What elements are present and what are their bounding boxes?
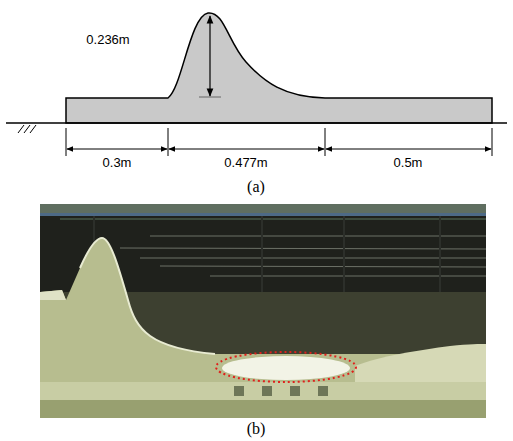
dimension-label: 0.3m (103, 156, 132, 170)
dimension-arrows (67, 149, 491, 150)
height-arrow (209, 16, 210, 96)
panel-label: (b) (247, 420, 266, 438)
height-tick (199, 97, 221, 98)
dimension-label: 0.5m (394, 156, 423, 170)
extension-lines (66, 128, 492, 156)
dimension-label: 0.477m (224, 156, 267, 170)
ground-line (6, 122, 507, 124)
embankment-profile (66, 13, 492, 123)
ground-hatch (18, 125, 36, 133)
panel-label: (a) (247, 178, 265, 196)
dimension-label: 0.236m (86, 33, 129, 47)
experiment-photo (40, 204, 486, 418)
